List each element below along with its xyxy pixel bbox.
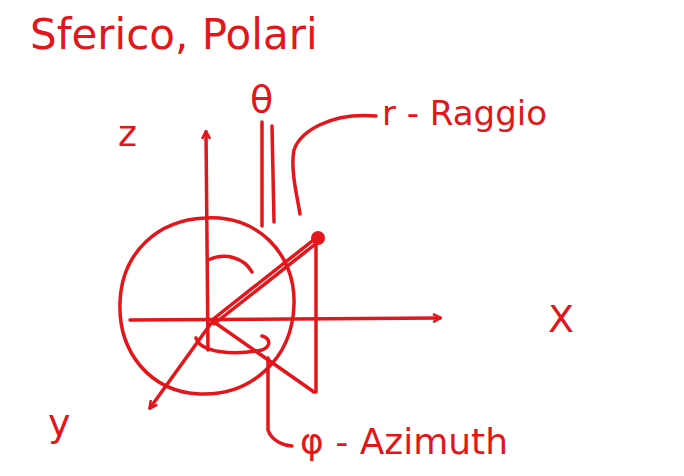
- leader-line: [260, 122, 264, 226]
- leader-line: [268, 358, 292, 446]
- axis-label: y: [48, 404, 71, 442]
- axis-label: z: [118, 116, 137, 152]
- radius-line: [212, 238, 316, 320]
- y-axis: [150, 322, 212, 408]
- callout-label: φ - Azimuth: [300, 424, 508, 460]
- projection-line: [314, 240, 318, 392]
- point-dot: [311, 231, 325, 245]
- callout-label: r - Raggio: [382, 96, 547, 130]
- axis-label: X: [548, 300, 574, 338]
- projection-line: [214, 322, 314, 392]
- theta-arc: [208, 256, 252, 272]
- leader-line: [293, 115, 376, 214]
- angle-label: θ: [250, 80, 273, 118]
- radius-line: [214, 242, 318, 324]
- z-axis: [206, 132, 208, 350]
- title-text: Sferico, Polari: [30, 14, 318, 56]
- leader-line: [272, 126, 274, 222]
- phi-arc: [196, 336, 269, 353]
- x-axis: [130, 318, 440, 320]
